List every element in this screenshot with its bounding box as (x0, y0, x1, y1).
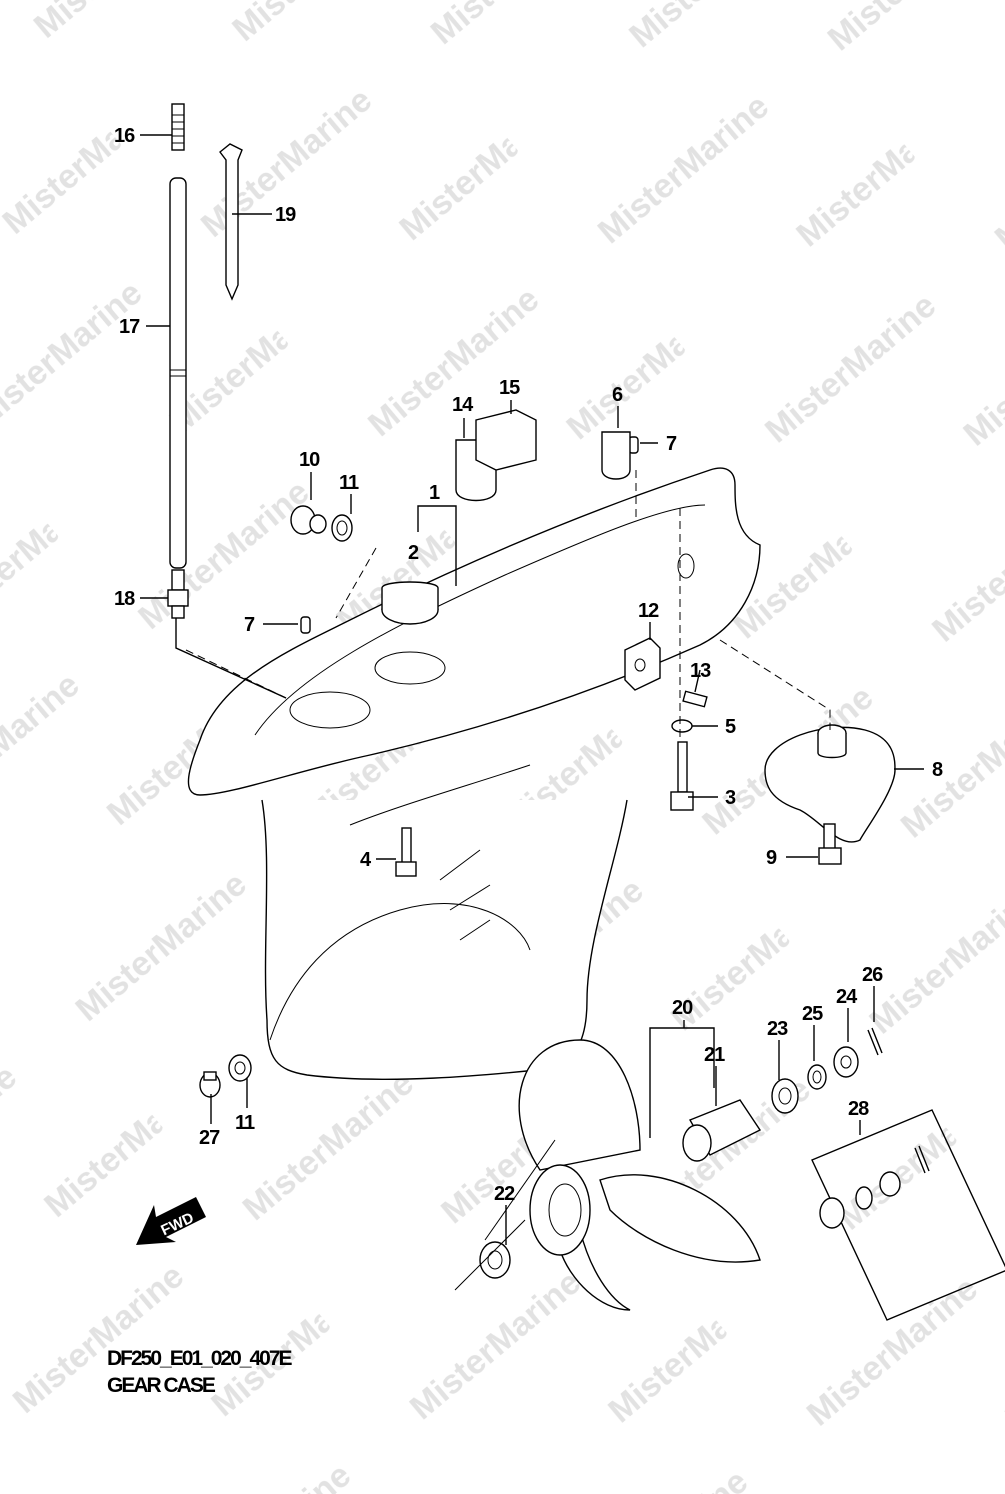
part-20-propeller (518, 1039, 761, 1311)
part-11-washer-lower (228, 1054, 252, 1082)
part-18-rod-fitting (167, 569, 189, 619)
callout-13: 13 (690, 660, 711, 682)
part-22-spacer (479, 1241, 511, 1279)
part-26-cotter-pin (867, 1027, 883, 1056)
callout-2: 2 (408, 542, 419, 564)
callout-11-lower: 11 (235, 1112, 255, 1134)
callout-15: 15 (499, 377, 520, 399)
callout-labels: 16 19 17 18 10 11 14 15 1 2 6 7 7 12 13 … (114, 125, 944, 1205)
part-9-bolt (818, 823, 842, 865)
callout-17: 17 (119, 316, 140, 338)
part-10-plug (290, 505, 327, 535)
callout-4: 4 (360, 849, 372, 871)
callout-5: 5 (725, 716, 736, 738)
callout-26: 26 (862, 964, 883, 986)
callout-20: 20 (672, 997, 693, 1019)
callout-22: 22 (494, 1183, 515, 1205)
callout-28: 28 (848, 1098, 869, 1120)
callout-18: 18 (114, 588, 135, 610)
callout-23: 23 (767, 1018, 788, 1040)
callout-1: 1 (429, 482, 440, 504)
callout-11: 11 (339, 472, 359, 494)
part-23-washer (771, 1078, 799, 1114)
diagram-title: GEAR CASE (107, 1374, 216, 1397)
leader-lines (140, 134, 924, 1291)
part-24-nut (833, 1046, 859, 1078)
callout-24: 24 (836, 986, 858, 1008)
part-15-bracket (475, 409, 537, 471)
callout-14: 14 (452, 394, 474, 416)
part-5-washer (671, 719, 693, 733)
callout-6: 6 (612, 384, 623, 406)
part-27-plug (199, 1071, 221, 1098)
part-1-gear-case (187, 467, 761, 1080)
part-13-bolt (682, 690, 708, 708)
part-28-nut-kit (811, 1109, 1005, 1321)
callout-7-lower: 7 (244, 614, 255, 636)
callout-8: 8 (932, 759, 943, 781)
callout-27: 27 (199, 1127, 220, 1149)
part-6-cover (601, 431, 631, 480)
callout-21: 21 (704, 1044, 725, 1066)
part-7-pin (300, 616, 311, 634)
part-17-shift-rod (169, 177, 187, 569)
callout-16: 16 (114, 125, 135, 147)
part-16-shift-rod-pin (171, 103, 185, 151)
part-3-bolt (670, 741, 694, 811)
part-21-bush (682, 1099, 762, 1162)
part-11-washer (331, 514, 353, 542)
callout-9: 9 (766, 847, 777, 869)
part-19-strap (219, 143, 243, 301)
callout-12: 12 (638, 600, 659, 622)
callout-25: 25 (802, 1003, 823, 1025)
callout-7-upper: 7 (666, 433, 677, 455)
part-25-washer (807, 1064, 827, 1090)
part-4-bolt (395, 827, 417, 877)
part-8-trim-tab (764, 724, 896, 843)
callout-19: 19 (275, 204, 296, 226)
diagram-code: DF250_E01_020_407E (107, 1347, 293, 1370)
callout-3: 3 (725, 787, 736, 809)
callout-10: 10 (299, 449, 320, 471)
